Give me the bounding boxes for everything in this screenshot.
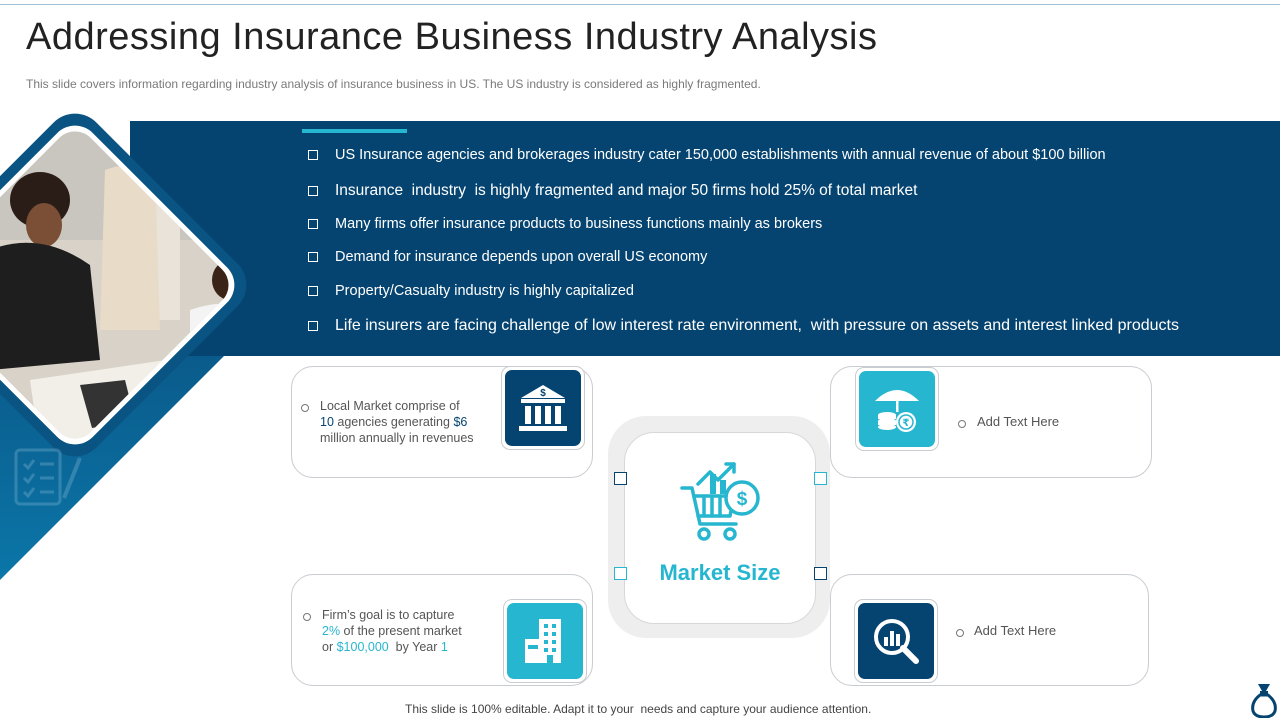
shopping-cart-growth-icon: $ <box>680 462 760 541</box>
bullet-item: Property/Casualty industry is highly cap… <box>308 283 634 299</box>
page-title: Addressing Insurance Business Industry A… <box>26 16 878 58</box>
svg-text:$: $ <box>540 388 546 399</box>
revenue-value: $6 <box>453 415 468 429</box>
firm-goal-line3-pre: or <box>322 640 337 654</box>
bullet-text: Insurance industry is highly fragmented … <box>335 182 918 199</box>
bullet-item: US Insurance agencies and brokerages ind… <box>308 147 1106 163</box>
checklist-watermark-icon <box>14 448 82 506</box>
umbrella-icon-box: ₹ <box>855 367 939 451</box>
bullet-text: Many firms offer insurance products to b… <box>335 216 823 232</box>
circle-bullet-icon <box>303 613 311 621</box>
top-right-text: Add Text Here <box>977 414 1060 429</box>
bullet-item: Insurance industry is highly fragmented … <box>308 182 917 200</box>
svg-text:$: $ <box>737 489 748 510</box>
circle-bullet-icon <box>301 404 309 412</box>
local-market-text: Local Market comprise of 10 agencies gen… <box>320 398 500 446</box>
center-panel <box>624 432 816 624</box>
goal-amount-value: $100,000 <box>336 640 389 654</box>
square-bullet-icon <box>308 286 318 296</box>
magnifier-icon-box <box>854 599 938 683</box>
local-market-line2: agencies generating <box>333 415 454 429</box>
local-market-line3: million annually in revenues <box>320 431 474 445</box>
bullet-band <box>130 121 1280 356</box>
square-bullet-icon <box>308 219 318 229</box>
local-market-line1: Local Market comprise of <box>320 399 460 413</box>
square-bullet-icon <box>308 150 318 160</box>
square-bullet-icon <box>308 321 318 331</box>
team-photo <box>0 113 247 457</box>
page-subtitle: This slide covers information regarding … <box>26 77 761 91</box>
goal-year-value: 1 <box>440 640 448 654</box>
bullet-item: Demand for insurance depends upon overal… <box>308 249 707 265</box>
firm-goal-line2: of the present market <box>340 624 462 638</box>
bank-icon: $ <box>519 385 567 431</box>
umbrella-coins-icon: ₹ <box>875 390 919 432</box>
footer-note: This slide is 100% editable. Adapt it to… <box>405 702 872 716</box>
center-label: Market Size <box>659 560 781 585</box>
top-rule <box>0 4 1280 5</box>
bullet-text: Life insurers are facing challenge of lo… <box>335 317 1179 334</box>
bullet-text: Demand for insurance depends upon overal… <box>335 249 708 265</box>
bullet-item: Many firms offer insurance products to b… <box>308 216 822 232</box>
circle-bullet-icon <box>958 420 966 428</box>
building-icon <box>525 619 561 663</box>
connector-node <box>614 472 627 485</box>
building-icon-box <box>503 599 587 683</box>
band-accent-bar <box>302 129 407 133</box>
firm-goal-line3-mid: by Year <box>388 640 441 654</box>
firm-goal-line1: Firm’s goal is to capture <box>322 608 455 622</box>
bullet-item: Life insurers are facing challenge of lo… <box>308 317 1179 335</box>
bank-icon-box: $ <box>501 366 585 450</box>
svg-text:₹: ₹ <box>903 418 910 429</box>
firm-goal-text: Firm’s goal is to capture 2% of the pres… <box>322 607 502 655</box>
market-share-value: 2% <box>322 624 341 638</box>
agencies-count: 10 <box>320 415 334 429</box>
bullet-text: Property/Casualty industry is highly cap… <box>335 283 634 299</box>
bottom-right-text: Add Text Here <box>974 623 1057 638</box>
magnifier-chart-icon <box>874 619 919 664</box>
money-bag-logo-icon <box>1251 684 1277 718</box>
connector-node <box>814 472 827 485</box>
connector-node <box>614 567 627 580</box>
bullet-text: US Insurance agencies and brokerages ind… <box>335 147 1106 163</box>
connector-node <box>814 567 827 580</box>
circle-bullet-icon <box>956 629 964 637</box>
square-bullet-icon <box>308 186 318 196</box>
square-bullet-icon <box>308 252 318 262</box>
